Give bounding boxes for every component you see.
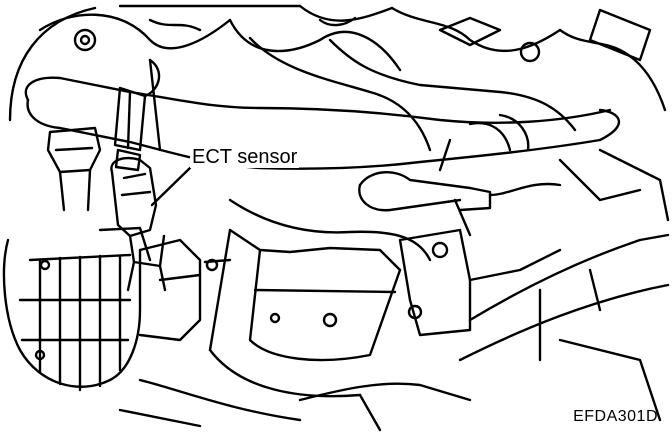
dipstick-handle: [46, 126, 102, 212]
intake-manifold: [8, 4, 667, 152]
right-bracket: [358, 138, 562, 337]
hose-clamp: [113, 58, 162, 152]
engine-bracket: [203, 198, 432, 398]
ect-sensor-label: ECT sensor: [190, 146, 300, 168]
figure-code: EFDA301D: [573, 408, 658, 425]
radiator-hose: [24, 76, 621, 170]
chassis-rail: [458, 148, 670, 422]
alternator: [2, 226, 202, 392]
callout-leader: [150, 166, 192, 207]
ect-sensor-part: [110, 148, 167, 292]
lower-engine: [118, 378, 472, 432]
